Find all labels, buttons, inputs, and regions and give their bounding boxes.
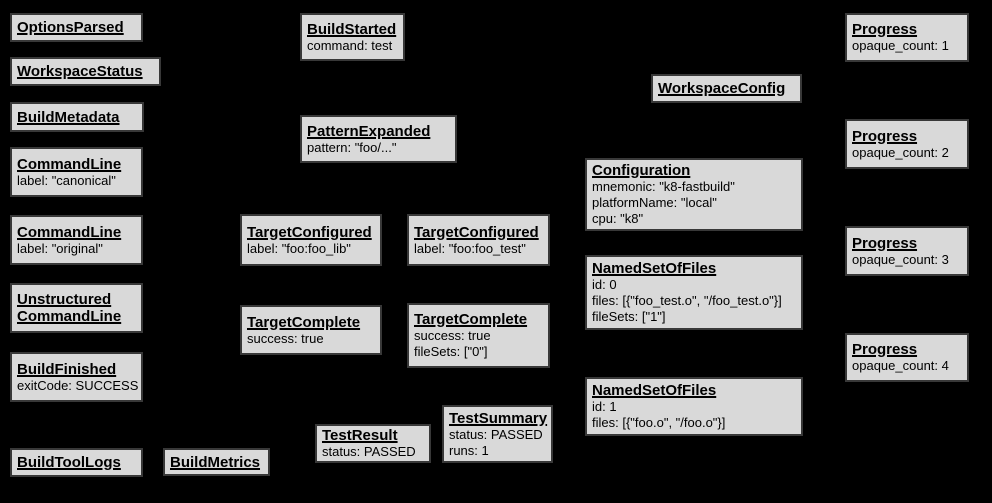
node-title: Unstructured CommandLine xyxy=(17,291,122,325)
node-testresult: TestResult status: PASSED xyxy=(315,424,431,463)
node-title: TargetConfigured xyxy=(247,223,372,241)
node-title: TestResult xyxy=(322,427,398,444)
node-title: BuildMetrics xyxy=(170,453,261,471)
node-field: mnemonic: "k8-fastbuild" xyxy=(592,179,735,194)
node-field: fileSets: ["1"] xyxy=(592,309,666,324)
node-field: runs: 1 xyxy=(449,442,489,458)
node-commandline-canonical: CommandLine label: "canonical" xyxy=(10,147,143,197)
node-title: BuildToolLogs xyxy=(17,454,121,471)
node-buildtoollogs: BuildToolLogs xyxy=(10,448,143,477)
node-title: BuildStarted xyxy=(307,20,397,38)
node-title: Progress xyxy=(852,341,918,358)
node-optionsparsed: OptionsParsed xyxy=(10,13,143,42)
node-targetcomplete-foo-test: TargetComplete success: true fileSets: [… xyxy=(407,303,550,368)
node-field: exitCode: SUCCESS xyxy=(17,377,139,393)
node-title: TargetConfigured xyxy=(414,223,539,241)
node-field: platformName: "local" xyxy=(592,195,717,210)
node-progress-1: Progress opaque_count: 1 xyxy=(845,13,969,62)
node-title: BuildFinished xyxy=(17,360,117,378)
node-configuration: Configuration mnemonic: "k8-fastbuild" p… xyxy=(585,158,803,231)
node-field: status: PASSED xyxy=(322,444,416,459)
node-title: Progress xyxy=(852,127,918,145)
node-unstructuredcommandline: Unstructured CommandLine xyxy=(10,283,143,333)
node-field: pattern: "foo/..." xyxy=(307,139,397,155)
node-buildmetadata: BuildMetadata xyxy=(10,102,144,132)
node-field: label: "original" xyxy=(17,240,103,256)
node-title: Configuration xyxy=(592,162,691,179)
node-title: WorkspaceStatus xyxy=(17,63,143,80)
node-targetconfigured-foo-test: TargetConfigured label: "foo:foo_test" xyxy=(407,214,550,266)
node-field: success: true xyxy=(414,328,491,343)
node-field: id: 1 xyxy=(592,399,617,414)
node-field: id: 0 xyxy=(592,277,617,292)
node-field: cpu: "k8" xyxy=(592,211,644,226)
node-progress-4: Progress opaque_count: 4 xyxy=(845,333,969,382)
node-title: OptionsParsed xyxy=(17,19,124,36)
node-title: TargetComplete xyxy=(247,313,361,331)
node-commandline-original: CommandLine label: "original" xyxy=(10,215,143,265)
node-namedsetoffiles-1: NamedSetOfFiles id: 1 files: [{"foo.o", … xyxy=(585,377,803,436)
node-field: opaque_count: 4 xyxy=(852,358,949,373)
node-field: opaque_count: 2 xyxy=(852,144,949,160)
node-progress-2: Progress opaque_count: 2 xyxy=(845,119,969,169)
node-title: CommandLine xyxy=(17,223,122,241)
node-targetcomplete-foo-lib: TargetComplete success: true xyxy=(240,305,382,355)
node-buildstarted: BuildStarted command: test xyxy=(300,13,405,61)
node-patternexpanded: PatternExpanded pattern: "foo/..." xyxy=(300,115,457,163)
node-field: opaque_count: 3 xyxy=(852,251,949,267)
node-field: label: "foo:foo_test" xyxy=(414,240,526,256)
node-field: opaque_count: 1 xyxy=(852,38,949,53)
node-field: command: test xyxy=(307,37,393,53)
node-namedsetoffiles-0: NamedSetOfFiles id: 0 files: [{"foo_test… xyxy=(585,255,803,330)
node-workspaceconfig: WorkspaceConfig xyxy=(651,74,802,103)
node-title: NamedSetOfFiles xyxy=(592,382,717,399)
node-field: status: PASSED xyxy=(449,426,543,442)
node-targetconfigured-foo-lib: TargetConfigured label: "foo:foo_lib" xyxy=(240,214,382,266)
node-title: Progress xyxy=(852,21,918,38)
node-field: files: [{"foo.o", "/foo.o"}] xyxy=(592,415,726,430)
node-title: Progress xyxy=(852,234,918,252)
node-field: fileSets: ["0"] xyxy=(414,344,488,359)
node-field: label: "foo:foo_lib" xyxy=(247,240,351,256)
node-testsummary: TestSummary status: PASSED runs: 1 xyxy=(442,405,553,463)
node-title: NamedSetOfFiles xyxy=(592,260,717,277)
node-title: BuildMetadata xyxy=(17,108,120,126)
node-title: TestSummary xyxy=(449,409,548,427)
node-field: success: true xyxy=(247,330,324,346)
node-field: files: [{"foo_test.o", "/foo_test.o"}] xyxy=(592,293,782,308)
node-title: WorkspaceConfig xyxy=(658,80,786,97)
node-title: PatternExpanded xyxy=(307,122,431,140)
node-field: label: "canonical" xyxy=(17,172,116,188)
node-buildfinished: BuildFinished exitCode: SUCCESS xyxy=(10,352,143,402)
node-workspacestatus: WorkspaceStatus xyxy=(10,57,161,86)
node-buildmetrics: BuildMetrics xyxy=(163,448,270,476)
node-progress-3: Progress opaque_count: 3 xyxy=(845,226,969,276)
node-title: CommandLine xyxy=(17,155,122,173)
node-title: TargetComplete xyxy=(414,311,528,328)
